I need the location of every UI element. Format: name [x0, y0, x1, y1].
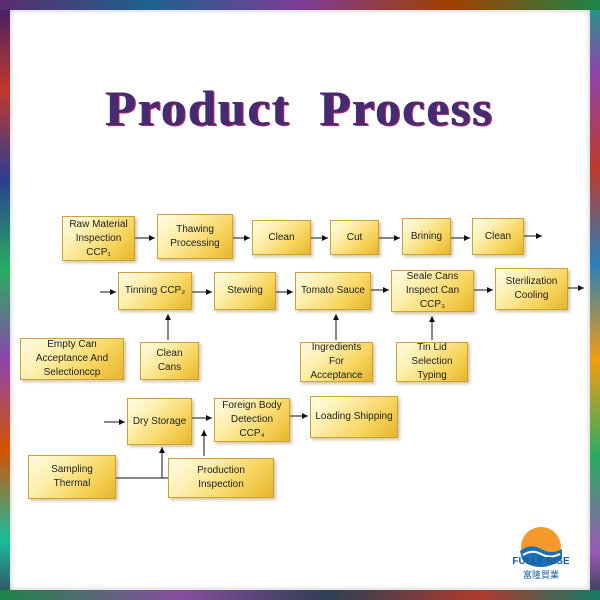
step-empty-can: Empty Can Acceptance And Selectionccp: [20, 338, 124, 380]
step-stewing: Stewing: [214, 272, 276, 310]
step-production-inspection: Production Inspection: [168, 458, 274, 498]
step-sampling-thermal: Sampling Thermal: [28, 455, 116, 499]
step-seale-cans: Seale Cans Inspect Can CCP₃: [391, 270, 474, 312]
logo-subtitle: 富隆貿業: [522, 570, 559, 580]
step-foreign-body: Foreign Body Detection CCP₄: [214, 398, 290, 442]
step-tomato-sauce: Tomato Sauce: [295, 272, 371, 310]
step-clean-2: Clean: [472, 218, 524, 255]
step-tinning: Tinning CCP₂: [118, 272, 192, 310]
step-ingredients: Ingredients For Acceptance: [300, 342, 373, 382]
step-raw-material: Raw Material Inspection CCP₁: [62, 216, 135, 261]
step-clean-1: Clean: [252, 220, 311, 255]
step-loading-shipping: Loading Shipping: [310, 396, 398, 438]
left-border-decoration: [0, 0, 10, 600]
bottom-border-decoration: [0, 590, 600, 600]
step-thawing: Thawing Processing: [157, 214, 233, 259]
arrow-sampling-to-dry-storage: [116, 447, 165, 479]
step-brining: Brining: [402, 218, 451, 255]
right-border-decoration: [590, 0, 600, 600]
step-cut: Cut: [330, 220, 379, 255]
step-clean-cans: Clean Cans: [140, 342, 199, 380]
step-tin-lid: Tin Lid Selection Typing: [396, 342, 468, 382]
step-sterilization: Sterilization Cooling: [495, 268, 568, 310]
logo-name: FULLY RISE: [512, 556, 570, 567]
top-border-decoration: [0, 0, 600, 10]
step-dry-storage: Dry Storage: [127, 398, 192, 445]
page-title: Product Process: [105, 80, 495, 136]
sun-wave-logo-icon: [520, 527, 562, 567]
